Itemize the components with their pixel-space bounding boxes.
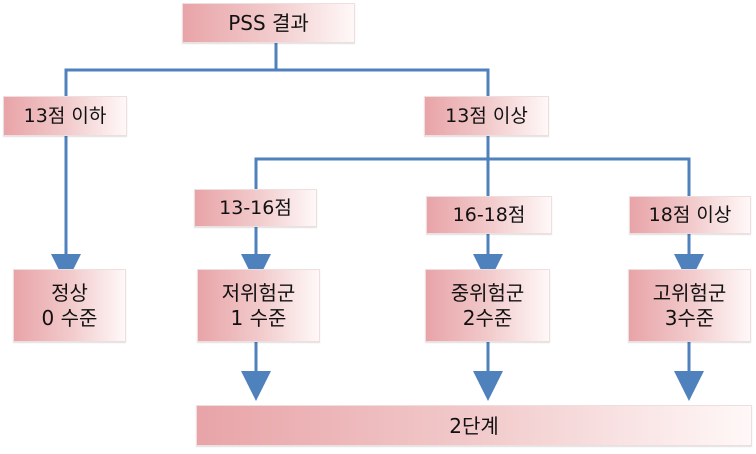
mid-risk-level-box: 중위험군 2수준 xyxy=(425,269,550,342)
low-risk-title: 저위험군 xyxy=(221,281,296,306)
normal-level: 0 수준 xyxy=(41,305,98,330)
low-risk-level-box: 저위험군 1 수준 xyxy=(197,269,320,342)
pss-result-label: PSS 결과 xyxy=(228,11,309,35)
score-16-18-label: 16-18점 xyxy=(452,203,526,226)
high-risk-level-box: 고위험군 3수준 xyxy=(628,269,751,342)
score-13-or-below-label: 13점 이하 xyxy=(23,104,107,127)
score-13-or-below-box: 13점 이하 xyxy=(3,96,127,136)
stage-two-label: 2단계 xyxy=(449,413,499,438)
score-13-16-label: 13-16점 xyxy=(219,196,292,219)
normal-level-box: 정상 0 수준 xyxy=(13,269,126,342)
score-13-or-above-label: 13점 이상 xyxy=(445,104,528,127)
normal-title: 정상 xyxy=(51,281,88,306)
high-risk-level: 3수준 xyxy=(664,305,715,330)
pss-result-box: PSS 결과 xyxy=(182,3,355,43)
score-13-16-box: 13-16점 xyxy=(194,189,317,227)
mid-risk-title: 중위험군 xyxy=(450,281,525,306)
score-13-or-above-box: 13점 이상 xyxy=(424,96,549,136)
high-risk-title: 고위험군 xyxy=(652,281,727,306)
stage-two-box: 2단계 xyxy=(196,405,752,446)
score-18-or-above-box: 18점 이상 xyxy=(629,196,751,234)
score-16-18-box: 16-18점 xyxy=(426,196,552,234)
low-risk-level: 1 수준 xyxy=(230,305,287,330)
score-18-or-above-label: 18점 이상 xyxy=(648,203,732,226)
mid-risk-level: 2수준 xyxy=(462,305,513,330)
